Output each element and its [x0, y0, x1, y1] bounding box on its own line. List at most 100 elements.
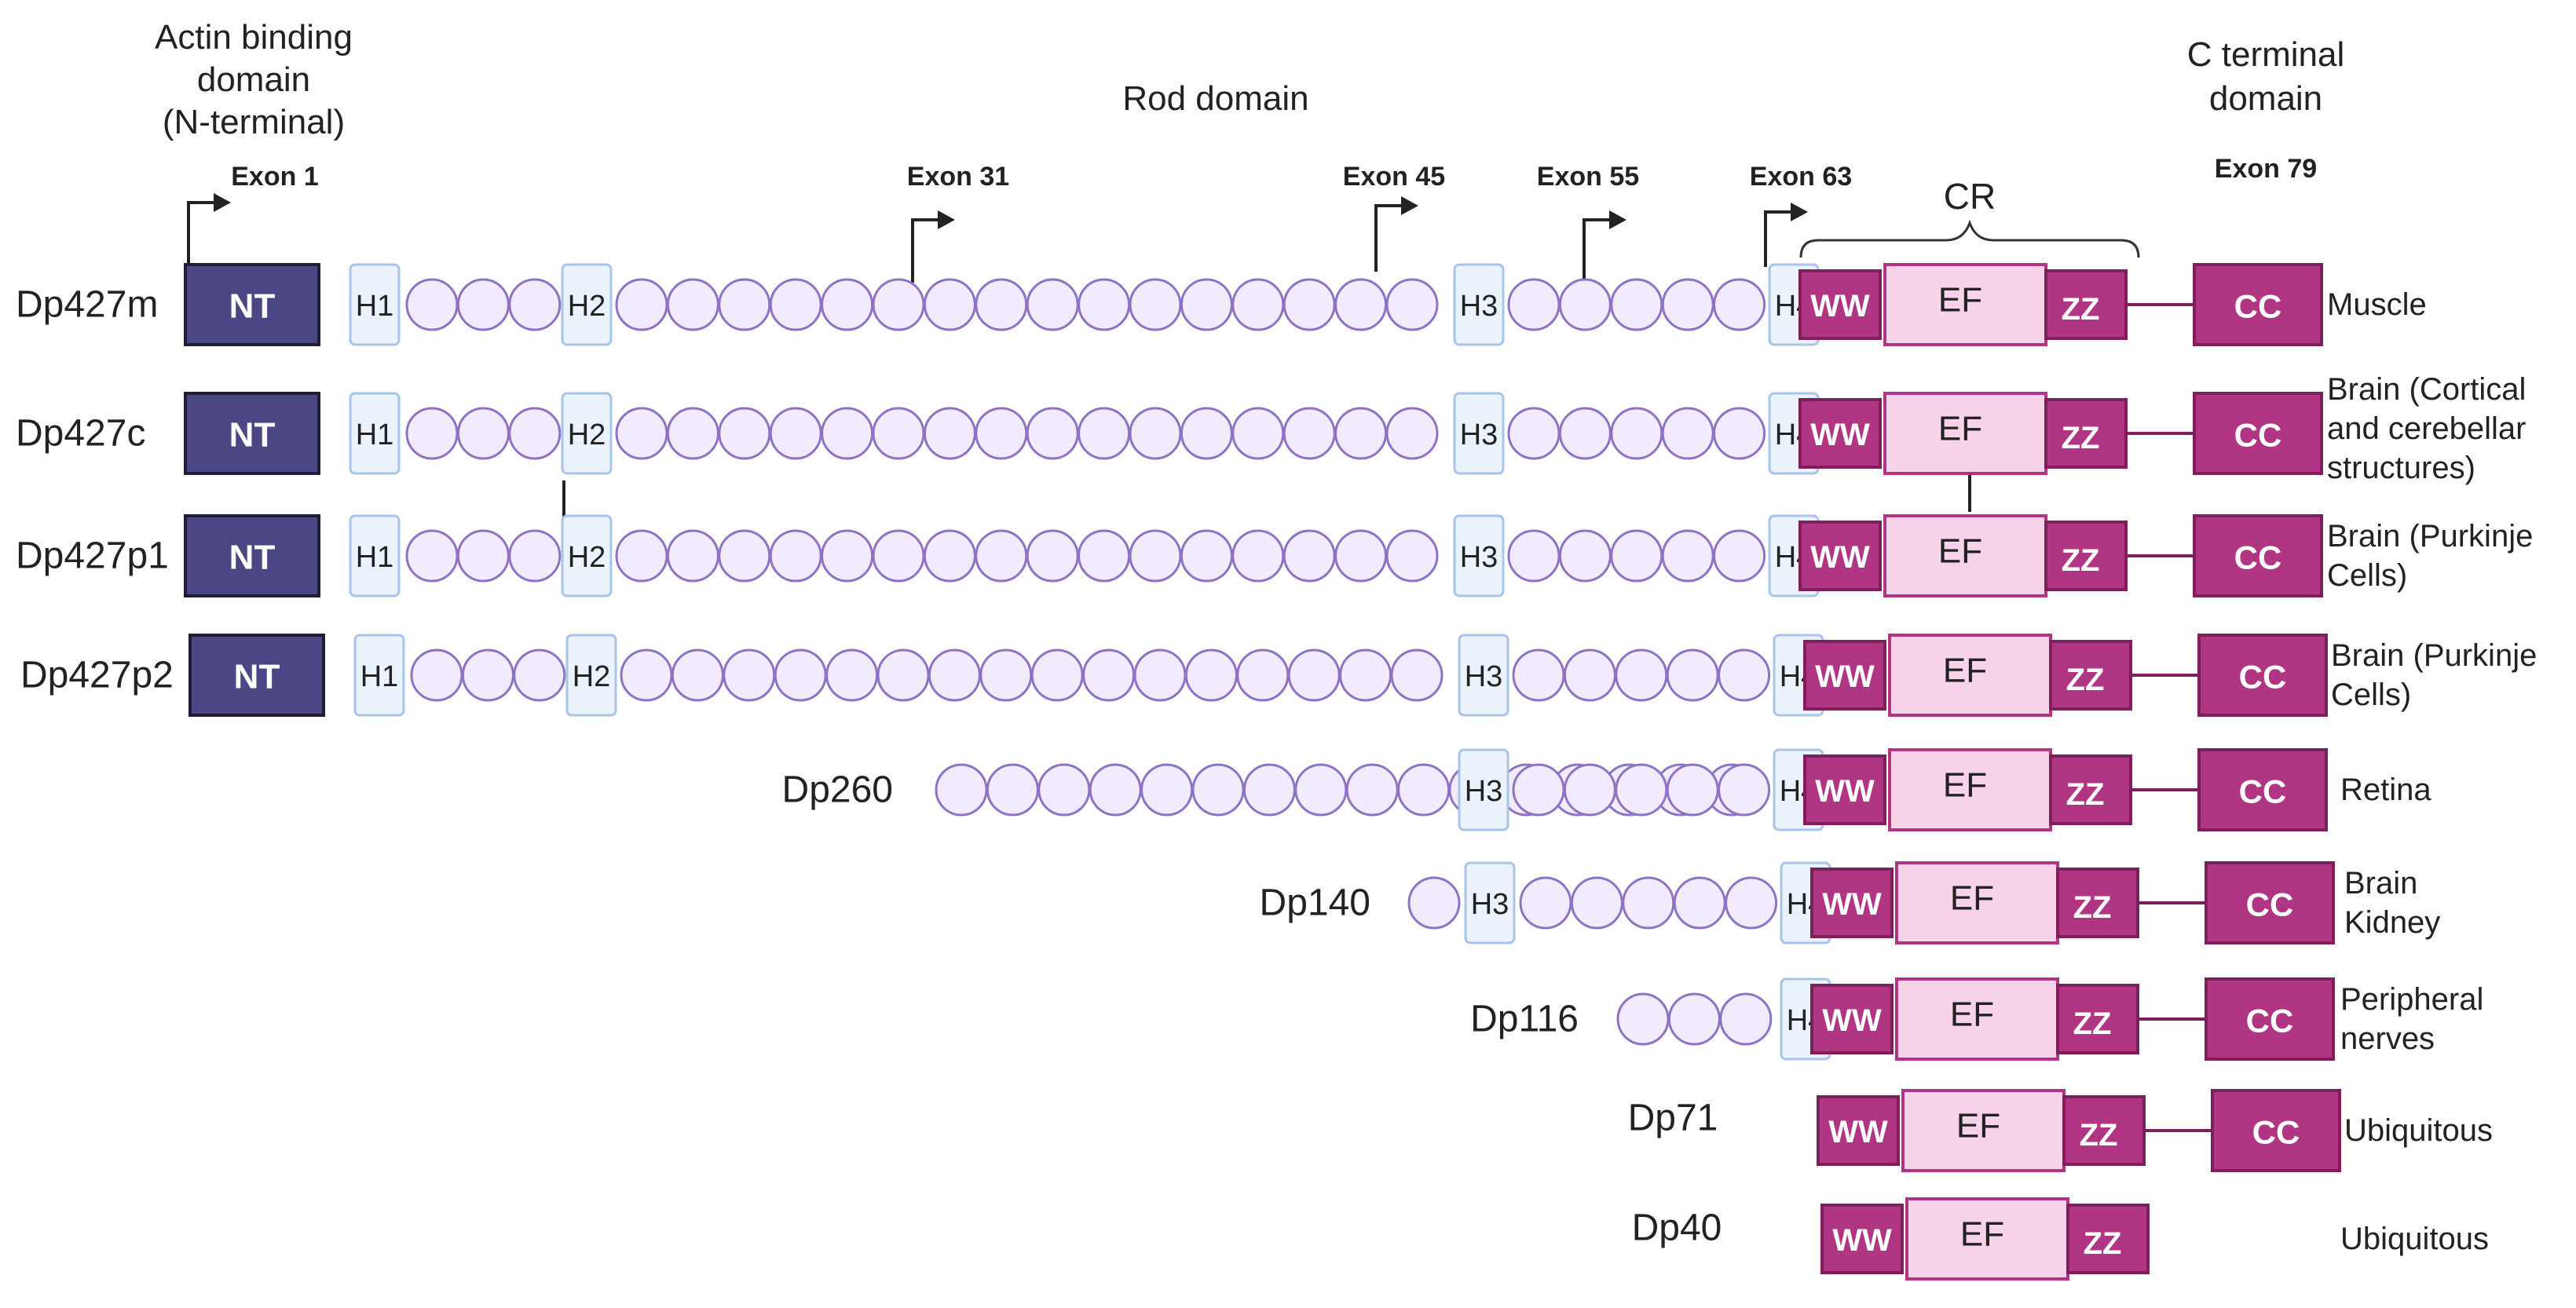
ww-domain-label: WW: [1822, 1003, 1882, 1038]
hinge-h1: [353, 634, 405, 717]
tissue-label-line: Muscle: [2327, 287, 2427, 322]
zz-domain: [2056, 868, 2139, 938]
spectrin-repeat: [508, 407, 562, 460]
cc-domain: [2205, 977, 2335, 1061]
spectrin-repeat: [769, 529, 822, 583]
zz-domain-label: ZZ: [2080, 1118, 2118, 1153]
nt-domain-label: NT: [229, 539, 276, 577]
exon-31-label: Exon 31: [907, 162, 1009, 192]
spectrin-repeat: [1610, 278, 1663, 331]
hinge-h3: [1453, 392, 1505, 475]
spectrin-repeat: [718, 278, 771, 331]
promoter-arrow-exon-45: [1374, 196, 1418, 272]
spectrin-repeat: [1078, 407, 1131, 460]
zz-domain-label: ZZ: [2066, 777, 2105, 812]
header-layer: Actin binding domain (N-terminal) Rod do…: [155, 18, 2344, 258]
promoter-arrow-exon-63: [1764, 203, 1808, 267]
promoter-arrow-exon-1: [187, 193, 231, 267]
spectrin-repeat: [774, 649, 827, 702]
spectrin-repeat: [620, 649, 673, 702]
c-terminal-header-line-2: domain: [2209, 79, 2322, 118]
actin-binding-header-line-1: Actin binding: [155, 18, 353, 57]
spectrin-repeat: [1661, 278, 1714, 331]
spectrin-repeat: [975, 407, 1028, 460]
spectrin-repeat: [1231, 407, 1285, 460]
spectrin-repeat: [1718, 649, 1771, 702]
connector-lines: [562, 474, 1971, 518]
cc-domain: [2211, 1089, 2341, 1172]
ww-domain: [1803, 754, 1886, 825]
hinge-h3-label: H3: [1471, 888, 1509, 921]
spectrin-repeat: [1078, 278, 1131, 331]
cc-domain: [2197, 634, 2328, 717]
spectrin-repeat: [1231, 278, 1285, 331]
ww-domain: [1798, 398, 1882, 469]
spectrin-repeat: [1661, 529, 1714, 583]
zz-domain-label: ZZ: [2062, 421, 2100, 455]
spectrin-repeat: [1082, 649, 1136, 702]
spectrin-repeat: [1713, 278, 1766, 331]
zz-domain-label: ZZ: [2084, 1226, 2122, 1261]
spectrin-repeat: [1140, 763, 1194, 817]
nt-domain-label: NT: [234, 658, 280, 696]
spectrin-repeat: [1026, 529, 1079, 583]
hinge-h3-label: H3: [1465, 660, 1503, 693]
cc-domain-label: CC: [2239, 659, 2287, 696]
spectrin-repeat: [1666, 763, 1719, 817]
exon-45-label: Exon 45: [1343, 162, 1445, 192]
exon-55-label: Exon 55: [1537, 162, 1639, 192]
spectrin-repeat: [986, 763, 1039, 817]
zz-domain-label: ZZ: [2073, 1007, 2112, 1041]
ww-domain-label: WW: [1815, 659, 1875, 694]
spectrin-repeat: [979, 649, 1033, 702]
ef-domain: [1901, 1089, 2066, 1172]
ww-domain-label: WW: [1832, 1223, 1892, 1258]
spectrin-repeat: [461, 649, 514, 702]
spectrin-repeat: [876, 649, 930, 702]
spectrin-repeat: [872, 278, 925, 331]
zz-domain-label: ZZ: [2066, 663, 2105, 697]
zz-domain: [2049, 754, 2132, 825]
spectrin-repeat: [1713, 407, 1766, 460]
ef-domain-label: EF: [1950, 879, 1994, 918]
spectrin-repeat: [923, 278, 976, 331]
spectrin-repeat: [821, 529, 874, 583]
spectrin-repeat: [1089, 763, 1142, 817]
isoform-name: Dp260: [782, 769, 893, 811]
exon-1-label: Exon 1: [231, 162, 318, 192]
nt-domain-label: NT: [229, 416, 276, 455]
spectrin-repeat: [1287, 649, 1341, 702]
cc-domain: [2205, 861, 2335, 944]
spectrin-repeat: [821, 407, 874, 460]
ef-domain-label: EF: [1943, 766, 1987, 805]
spectrin-repeat: [1512, 649, 1565, 702]
zz-domain-label: ZZ: [2062, 292, 2100, 327]
isoform-name: Dp40: [1632, 1208, 1722, 1249]
spectrin-repeat: [405, 278, 459, 331]
hinge-h1: [349, 514, 401, 597]
nt-domain: [184, 263, 320, 346]
spectrin-repeat: [1180, 278, 1233, 331]
hinge-h1-label: H1: [360, 660, 399, 693]
cc-domain: [2197, 748, 2328, 831]
hinge-h3-label: H3: [1460, 418, 1498, 451]
spectrin-repeat: [1184, 649, 1238, 702]
spectrin-repeat: [723, 649, 776, 702]
spectrin-repeat: [821, 278, 874, 331]
actin-binding-header-line-3: (N-terminal): [163, 103, 345, 141]
spectrin-repeat: [1133, 649, 1187, 702]
hinge-h2: [561, 263, 613, 346]
ef-domain-label: EF: [1938, 532, 1982, 571]
spectrin-repeat: [1725, 876, 1778, 930]
hinge-h2: [565, 634, 617, 717]
spectrin-repeat: [615, 529, 668, 583]
tissue-label-line: Brain (Purkinje: [2327, 519, 2533, 554]
spectrin-repeat: [1563, 763, 1616, 817]
spectrin-repeat: [1191, 763, 1245, 817]
spectrin-repeat: [975, 278, 1028, 331]
ef-domain: [1895, 977, 2059, 1061]
